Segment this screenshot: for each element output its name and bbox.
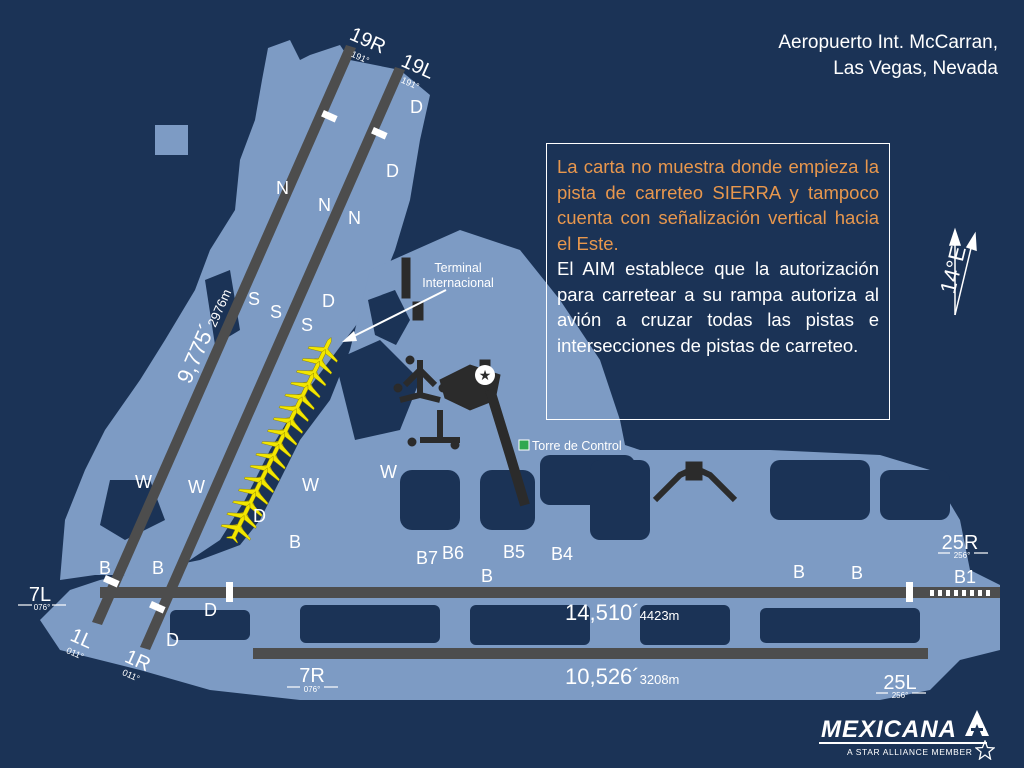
brand-divider: [819, 742, 987, 744]
taxiway-label: B: [152, 558, 164, 578]
star-alliance-icon: [975, 740, 995, 760]
terminal-label-line1: Terminal: [434, 261, 481, 275]
runway-25l-label: 25L: [883, 672, 916, 694]
taxiway-label: W: [302, 475, 319, 495]
taxiway-label: B: [851, 563, 863, 583]
note-paragraph-1: La carta no muestra donde empieza la pis…: [557, 156, 879, 254]
taxiway-label: S: [270, 302, 282, 322]
aircraft-icon: [220, 515, 251, 544]
runway-7r-label: 7R: [299, 665, 325, 687]
airport-beacon: [475, 365, 495, 385]
runway-7l-heading: 076°: [34, 603, 51, 612]
taxiway-label: N: [276, 178, 289, 198]
taxiway-label: W: [188, 477, 205, 497]
brand-logo-block: MEXICANA A STAR ALLIANCE MEMBER: [815, 702, 1005, 762]
runway-7r-25l: [253, 648, 928, 659]
taxiway-label: W: [380, 462, 397, 482]
apron-area: [40, 40, 1000, 700]
taxiway-label: S: [301, 315, 313, 335]
runway-25l-heading: 256°: [892, 691, 909, 700]
runway-25r-heading: 256°: [954, 551, 971, 560]
taxiway-labels: D D D N N N S S S D W W W W B B B B7 B6 …: [99, 97, 976, 650]
taxiway-label: D: [322, 291, 335, 311]
runway-7l-25r: [100, 587, 1000, 598]
runway-19l-1r: [140, 67, 405, 650]
runway-ew-long-length: 14,510´4423m: [565, 600, 679, 625]
runway-25r-label: 25R: [942, 532, 979, 554]
taxiway-label: S: [248, 289, 260, 309]
terminal-pointer-line: [349, 289, 447, 339]
taxiway-label: N: [348, 208, 361, 228]
aircraft-queue: [220, 337, 338, 544]
runway-7r-heading: 076°: [304, 685, 321, 694]
taxiway-label: N: [318, 195, 331, 215]
taxiway-label: B: [289, 532, 301, 552]
taxiway-label: D: [386, 161, 399, 181]
airport-title-line1: Aeropuerto Int. McCarran,: [778, 32, 998, 53]
taxiway-label: B7: [416, 548, 438, 568]
terminal-pointer-arrowhead: [342, 331, 357, 342]
brand-tagline: A STAR ALLIANCE MEMBER: [847, 747, 973, 757]
taxiway-label: B4: [551, 544, 573, 564]
taxiway-label: D: [410, 97, 423, 117]
brand-name: MEXICANA: [821, 716, 958, 743]
airport-title: Aeropuerto Int. McCarran, Las Vegas, Nev…: [778, 30, 998, 82]
taxiway-label: D: [253, 506, 266, 526]
terminal-label-line2: Internacional: [422, 276, 494, 290]
runway-7l-label: 7L: [29, 584, 51, 606]
runway-ew-short-length: 10,526´3208m: [565, 664, 679, 689]
taxiway-label: B: [793, 562, 805, 582]
taxiway-label: W: [135, 472, 152, 492]
mexicana-logo-icon: [965, 710, 989, 736]
runway-markings: [103, 110, 990, 614]
control-tower-label: Torre de Control: [532, 439, 622, 453]
taxiway-label: D: [204, 600, 217, 620]
note-paragraph-2: El AIM establece que la autorización par…: [557, 258, 879, 356]
taxiway-label: B: [481, 566, 493, 586]
control-tower-marker: [518, 439, 530, 451]
taxiway-label: B: [99, 558, 111, 578]
airport-title-line2: Las Vegas, Nevada: [833, 58, 998, 79]
runway-19r-1l: [92, 45, 356, 625]
compass-north-icon: [948, 227, 977, 316]
beacon-star-icon: ★: [479, 368, 492, 384]
note-box: La carta no muestra donde empieza la pis…: [546, 143, 890, 420]
taxiway-label: D: [166, 630, 179, 650]
taxiway-label: B5: [503, 542, 525, 562]
taxiway-label: B1: [954, 567, 976, 587]
runway-label-lines: [18, 552, 988, 694]
taxiway-label: B6: [442, 543, 464, 563]
runways: [92, 45, 1000, 659]
